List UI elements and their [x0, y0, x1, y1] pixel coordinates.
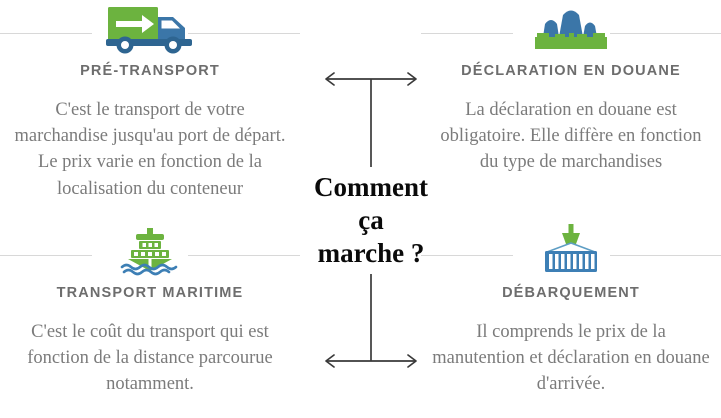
page-title-line-2: ça: [358, 205, 384, 236]
ship-icon: [0, 222, 300, 280]
divider-line: [421, 255, 513, 256]
divider-line: [0, 255, 92, 256]
center-column: Comment ça marche ?: [300, 0, 442, 418]
double-arrow-top: [300, 70, 442, 170]
customs-officers-icon: [421, 0, 721, 58]
container-crane-icon: [421, 222, 721, 280]
divider-line: [0, 33, 92, 34]
step-card-pre-transport: PRÉ-TRANSPORT C'est le transport de votr…: [0, 0, 300, 202]
step-card-transport-maritime: TRANSPORT MARITIME C'est le coût du tran…: [0, 222, 300, 398]
divider-line: [188, 255, 300, 256]
divider-line: [610, 33, 721, 34]
divider-line: [610, 255, 721, 256]
truck-icon: [0, 0, 300, 58]
divider-line: [421, 33, 513, 34]
step-title: DÉCLARATION EN DOUANE: [461, 63, 681, 79]
step-description: C'est le coût du transport qui est fonct…: [27, 321, 273, 395]
step-title: DÉBARQUEMENT: [502, 285, 640, 301]
double-arrow-bottom: [300, 272, 442, 378]
step-title: PRÉ-TRANSPORT: [80, 63, 220, 79]
step-description: Il comprends le prix de la manutention e…: [432, 321, 710, 395]
page-title-line-1: Comment: [314, 172, 428, 202]
step-description: La déclaration en douane est obligatoire…: [440, 99, 702, 173]
step-title: TRANSPORT MARITIME: [56, 285, 244, 301]
divider-line: [188, 33, 300, 34]
step-card-debarquement: DÉBARQUEMENT Il comprends le prix de la …: [421, 222, 721, 398]
page-title-line-3: marche ?: [317, 238, 425, 269]
page-title: Comment ça marche ?: [300, 171, 442, 271]
step-card-declaration-en-douane: DÉCLARATION EN DOUANE La déclaration en …: [421, 0, 721, 176]
step-description: C'est le transport de votre marchandise …: [14, 99, 286, 199]
